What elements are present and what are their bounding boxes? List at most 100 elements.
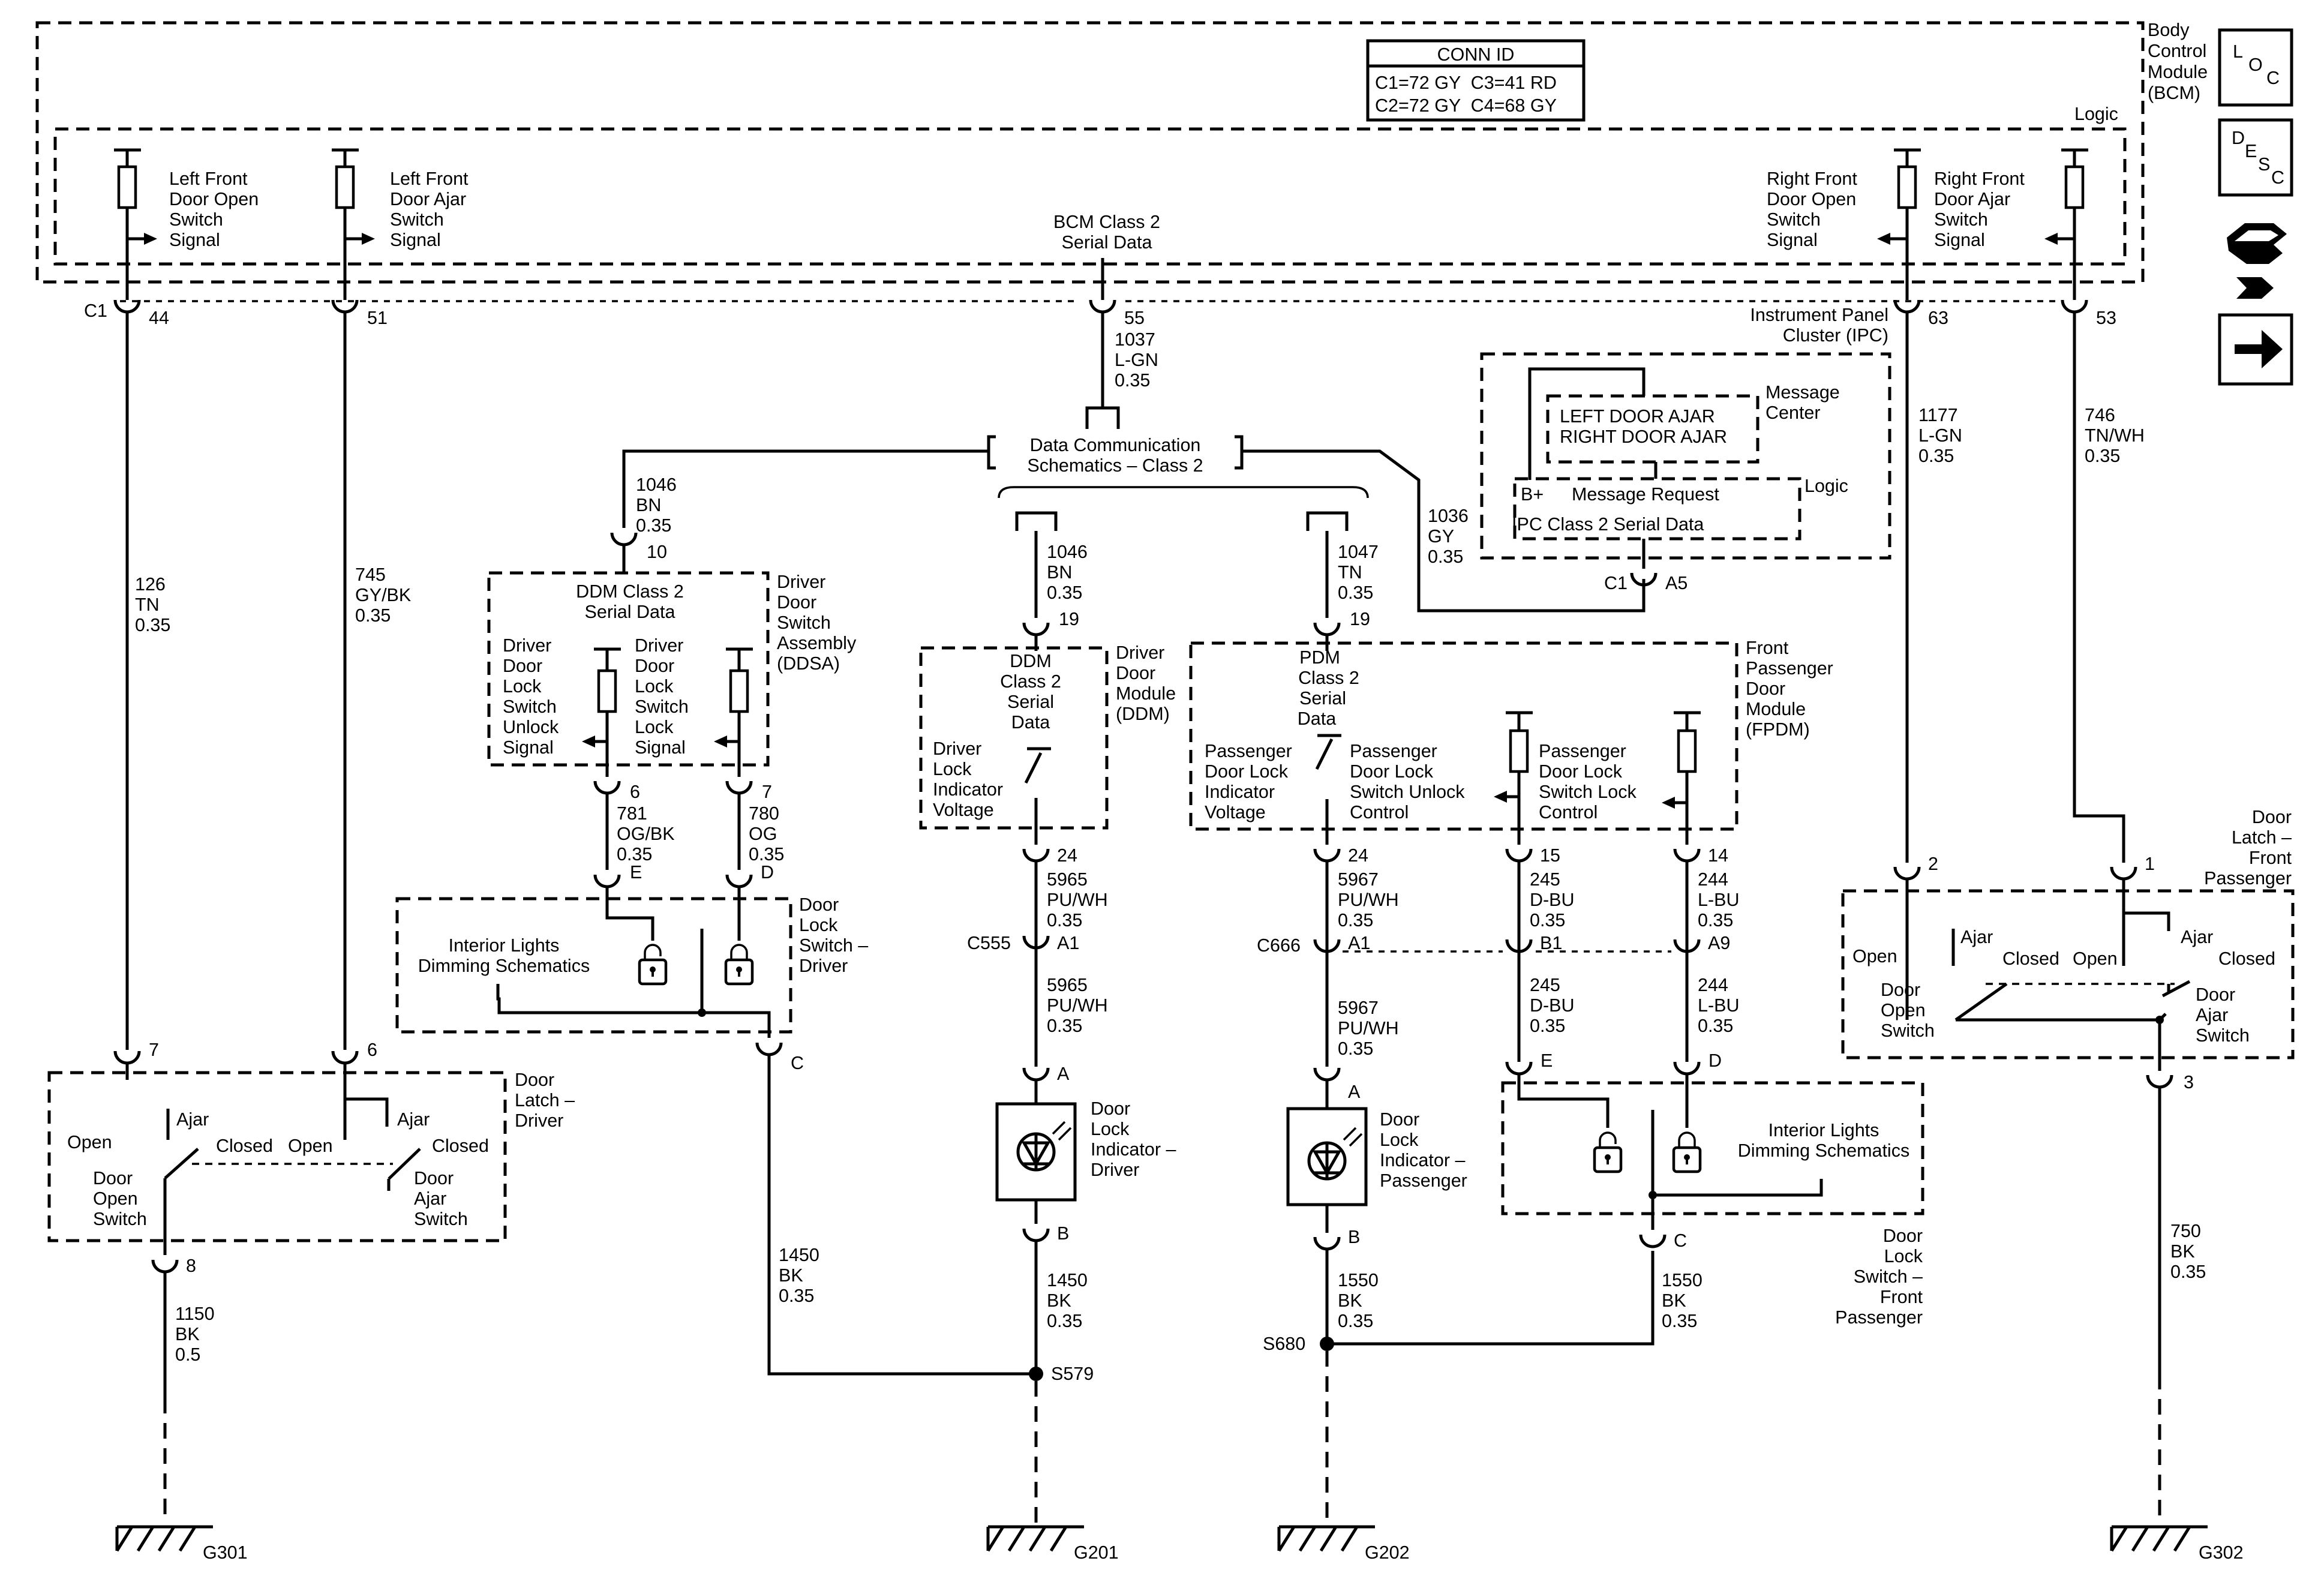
svg-text:0.35: 0.35	[749, 844, 784, 864]
svg-text:Left Front: Left Front	[169, 169, 248, 189]
svg-text:L-GN: L-GN	[1918, 425, 1962, 446]
svg-text:Lock: Lock	[1884, 1246, 1923, 1266]
svg-text:Door: Door	[635, 656, 674, 676]
svg-text:0.35: 0.35	[1530, 1016, 1565, 1036]
svg-text:Open: Open	[1881, 1000, 1926, 1020]
svg-text:S: S	[2258, 154, 2270, 175]
ind-pass-pin-a: A	[1348, 1082, 1361, 1102]
desc-icon[interactable]: D E S C	[2218, 118, 2293, 197]
svg-text:Door: Door	[414, 1168, 454, 1188]
wire-745-label: 745 GY/BK 0.35	[355, 565, 411, 626]
svg-text:0.35: 0.35	[636, 515, 671, 536]
svg-text:0.35: 0.35	[1047, 1016, 1082, 1036]
svg-text:A1: A1	[1057, 933, 1079, 953]
svg-text:Door: Door	[515, 1070, 554, 1090]
svg-text:Assembly: Assembly	[777, 633, 857, 653]
next-page-arrow-icon[interactable]	[2218, 313, 2293, 386]
svg-text:Module: Module	[2148, 62, 2208, 82]
svg-text:Right Front: Right Front	[1767, 169, 1857, 189]
svg-text:Lock: Lock	[1380, 1130, 1419, 1150]
svg-text:0.35: 0.35	[779, 1286, 814, 1306]
bcm-box	[35, 21, 2145, 284]
svg-text:44: 44	[149, 308, 169, 328]
svg-text:0.35: 0.35	[1918, 446, 1954, 466]
svg-text:C666: C666	[1257, 935, 1301, 956]
splice-s680-label: S680	[1263, 1334, 1305, 1354]
svg-text:0.35: 0.35	[1338, 583, 1373, 603]
svg-text:Switch Unlock: Switch Unlock	[1350, 782, 1465, 802]
svg-text:Driver: Driver	[799, 956, 848, 976]
svg-text:1047: 1047	[1338, 542, 1379, 562]
svg-text:Class 2: Class 2	[1000, 671, 1061, 692]
svg-text:BK: BK	[1662, 1290, 1686, 1311]
svg-text:0.35: 0.35	[1115, 370, 1150, 391]
wire-1046b-label: 1046 BN 0.35	[1047, 542, 1088, 603]
svg-text:Door: Door	[777, 592, 816, 613]
svg-text:Signal: Signal	[635, 737, 686, 758]
svg-text:126: 126	[135, 574, 166, 595]
ddsa-unlock-signal: Driver Door Lock Switch Unlock Signal	[503, 635, 621, 777]
svg-text:0.5: 0.5	[175, 1344, 200, 1365]
svg-text:Door: Door	[503, 656, 542, 676]
svg-text:5965: 5965	[1047, 975, 1088, 995]
ipc-message-center-label: Message Center	[1765, 382, 1840, 423]
wire-746-label: 746 TN/WH 0.35	[2085, 405, 2145, 466]
splice-s579	[1029, 1367, 1043, 1381]
loc-icon[interactable]: L O C	[2218, 28, 2293, 107]
ddm-label: Driver Door Module (DDM)	[1116, 643, 1176, 724]
fpdm-label: Front Passenger Door Module (FPDM)	[1746, 638, 1833, 740]
svg-text:L: L	[2233, 41, 2243, 62]
dls-pass-box	[1501, 1081, 1924, 1215]
ipc-msg-right: RIGHT DOOR AJAR	[1560, 427, 1727, 447]
svg-text:0.35: 0.35	[1428, 547, 1463, 567]
bcm-rf-open-signal: Right Front Door Open Switch Signal	[1767, 148, 1921, 300]
svg-text:1550: 1550	[1338, 1270, 1379, 1290]
svg-text:Signal: Signal	[1934, 230, 1985, 250]
ground-g202-label: G202	[1365, 1542, 1410, 1563]
ind-driver-pin-b: B	[1057, 1223, 1069, 1244]
ipc-label: Instrument Panel Cluster (IPC)	[1750, 305, 1888, 346]
svg-text:Schematics – Class 2: Schematics – Class 2	[1027, 455, 1203, 476]
svg-text:Switch: Switch	[2196, 1025, 2250, 1046]
svg-text:Driver: Driver	[933, 739, 981, 759]
svg-text:BCM Class 2: BCM Class 2	[1053, 212, 1160, 232]
svg-text:Door: Door	[799, 894, 839, 915]
svg-text:Lock: Lock	[799, 915, 838, 935]
svg-text:C1: C1	[84, 301, 107, 321]
svg-text:0.35: 0.35	[1698, 910, 1733, 930]
latch-driver-pin-6: 6	[367, 1040, 377, 1060]
svg-text:OG/BK: OG/BK	[617, 824, 675, 844]
dls-pass-dimming: Interior Lights	[1768, 1120, 1879, 1140]
svg-text:Signal: Signal	[169, 230, 220, 250]
wire-780-label: 780 OG 0.35	[749, 803, 784, 864]
svg-text:51: 51	[367, 308, 388, 328]
connector-view-icon[interactable]	[2227, 223, 2287, 299]
svg-text:Indicator –: Indicator –	[1091, 1139, 1176, 1160]
svg-text:Door Lock: Door Lock	[1539, 761, 1623, 782]
svg-text:B1: B1	[1540, 933, 1562, 953]
ind-driver-pin-a: A	[1057, 1064, 1070, 1084]
svg-text:Ajar: Ajar	[176, 1109, 209, 1130]
svg-text:O: O	[2248, 55, 2263, 75]
dls-driver-pin-e: E	[630, 862, 642, 882]
wire-1550b-label: 1550 BK 0.35	[1662, 1270, 1703, 1331]
svg-text:245: 245	[1530, 869, 1560, 890]
ind-pass-label: Door Lock Indicator – Passenger	[1380, 1109, 1467, 1191]
latch-pass-pin-2: 2	[1928, 854, 1938, 874]
svg-text:Driver: Driver	[503, 635, 551, 656]
wire-1150-label: 1150 BK 0.5	[175, 1304, 215, 1365]
svg-text:Open: Open	[288, 1136, 333, 1156]
svg-text:Data: Data	[1298, 709, 1336, 729]
svg-text:Driver: Driver	[777, 572, 825, 592]
svg-text:Switch: Switch	[1881, 1020, 1935, 1041]
svg-text:Switch: Switch	[93, 1209, 147, 1229]
bcm-label: Body Control Module (BCM)	[2148, 20, 2208, 103]
svg-text:Passenger: Passenger	[1350, 741, 1437, 761]
svg-text:0.35: 0.35	[1338, 1038, 1373, 1059]
svg-text:L-GN: L-GN	[1115, 350, 1158, 370]
svg-text:Door Lock: Door Lock	[1205, 761, 1289, 782]
svg-text:Module: Module	[1746, 699, 1806, 719]
svg-text:Passenger: Passenger	[1746, 658, 1833, 679]
dls-driver-label: Door Lock Switch – Driver	[799, 894, 868, 976]
latch-pass-pin-1: 1	[2145, 854, 2155, 874]
